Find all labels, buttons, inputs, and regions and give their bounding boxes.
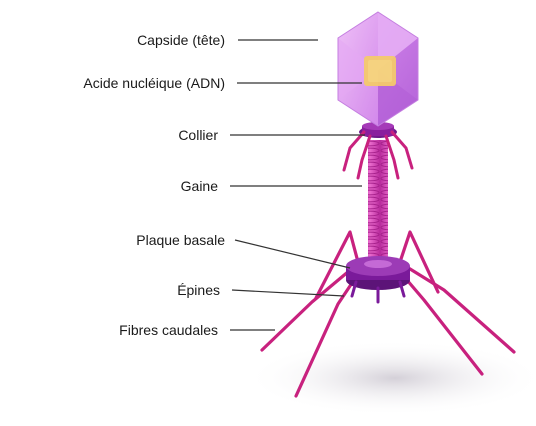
sheath <box>368 140 388 264</box>
leader-lines <box>230 40 365 330</box>
label-collar: Collier <box>178 127 218 143</box>
baseplate <box>346 256 410 302</box>
label-spikes: Épines <box>177 282 220 298</box>
label-capsid: Capside (tête) <box>137 32 225 48</box>
capsid <box>338 12 418 126</box>
label-nucleic-acid: Acide nucléique (ADN) <box>83 75 225 91</box>
labels: Capside (tête) Acide nucléique (ADN) Col… <box>83 32 225 338</box>
tail-fiber <box>262 266 355 350</box>
label-tail-fibers: Fibres caudales <box>119 322 218 338</box>
label-sheath: Gaine <box>181 178 219 194</box>
label-baseplate: Plaque basale <box>136 232 225 248</box>
leader-baseplate <box>235 240 350 268</box>
ground-shadow <box>245 340 536 416</box>
tail-fiber <box>402 264 514 352</box>
